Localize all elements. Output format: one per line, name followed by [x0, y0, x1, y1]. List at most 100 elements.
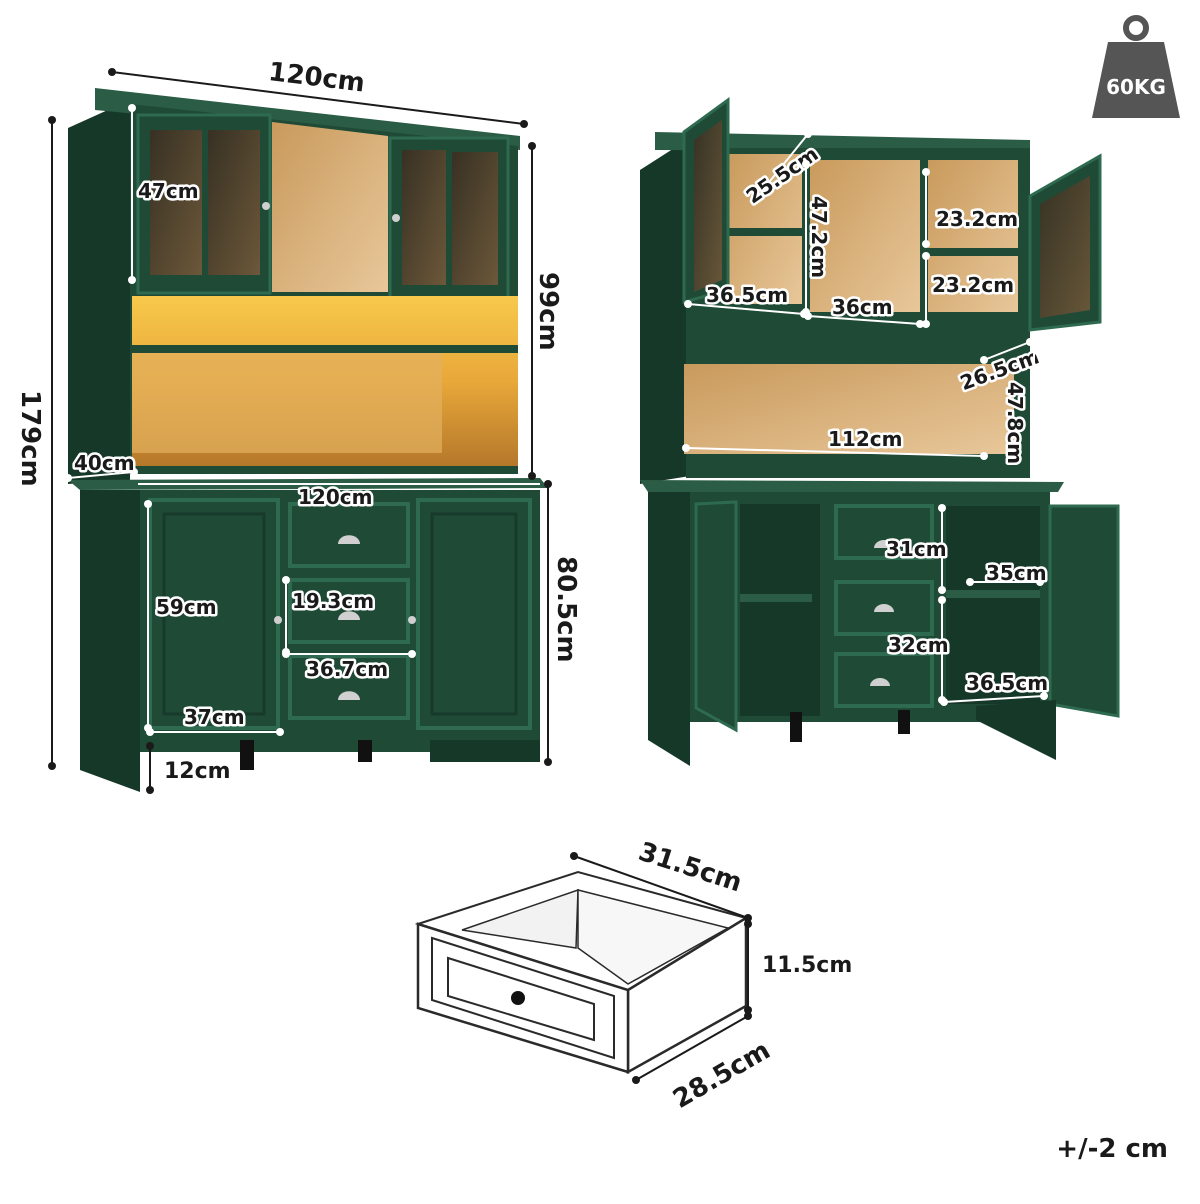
open-middle-shelf-back	[684, 364, 1014, 454]
open-right-glass-pane	[1040, 176, 1090, 318]
front-drawer-3-handle	[338, 691, 360, 700]
front-base-right-knob	[408, 616, 416, 624]
open-crown	[655, 132, 1030, 152]
open-drawer-3-handle	[870, 678, 890, 686]
dim-drawer-height-label: 31cm	[886, 537, 947, 561]
dim-drawer-gap: 19.3cm	[292, 589, 374, 613]
dim-line-depth	[67, 471, 135, 479]
dim-depth: 40cm	[74, 451, 135, 475]
dim-drawer-height: 11.5cm	[762, 953, 852, 978]
dim-base-height: 80.5cm	[551, 556, 581, 663]
front-base-left-door-panel	[162, 512, 266, 716]
weight-icon: 60KG	[1092, 15, 1180, 118]
front-crown	[95, 88, 520, 150]
open-base-left-shelf	[740, 594, 812, 602]
dim-line-drawer-length	[573, 855, 749, 919]
front-base-left-knob	[274, 616, 282, 624]
open-view-cabinet	[640, 97, 1120, 766]
dim-upper-right-top: 23.2cm	[936, 207, 1018, 231]
dim-base-width: 120cm	[298, 485, 372, 509]
open-upper-left-shelf	[728, 228, 802, 236]
front-drawer-2	[288, 578, 410, 644]
drawer-inner-back	[461, 888, 579, 949]
dim-upper-left-width: 36.5cm	[706, 283, 788, 307]
open-base-left-cavity	[740, 504, 820, 716]
dim-door-width: 37cm	[184, 705, 245, 729]
dim-total-height: 179cm	[15, 390, 45, 487]
front-base-left-door	[148, 498, 280, 730]
dim-width-top: 120cm	[267, 57, 367, 99]
dim-base-shelf-width: 35cm	[986, 561, 1047, 585]
open-leg-2	[898, 710, 910, 734]
front-base-right-door	[416, 498, 532, 730]
front-left-glass-pane-1	[150, 130, 202, 275]
open-upper-right-cell	[928, 160, 1018, 312]
drawer-front-bevel	[431, 936, 615, 1060]
open-base-side	[648, 492, 690, 766]
open-base-right-cavity	[946, 506, 1040, 704]
dim-base-lower-height: 32cm	[888, 633, 949, 657]
front-base-side	[80, 490, 140, 792]
open-upper-right-shelf	[928, 248, 1018, 256]
open-drawer-2-handle	[874, 604, 894, 612]
dim-base-right-width: 36.5cm	[966, 671, 1048, 695]
open-upper-middle-cell	[810, 160, 920, 312]
dim-line-open-shelf-depth	[983, 341, 1031, 361]
front-base-plinth	[430, 740, 540, 762]
drawer-knob	[511, 991, 525, 1005]
front-lit-shelf-board	[132, 345, 518, 353]
dim-line-upper-left-width	[687, 303, 805, 315]
dim-line-upper-middle-width	[807, 315, 921, 325]
dim-drawer-width: 28.5cm	[668, 1035, 775, 1114]
front-left-door-knob	[262, 202, 270, 210]
weight-label: 60KG	[1106, 75, 1166, 99]
tolerance-note: +/-2 cm	[1056, 1134, 1168, 1164]
open-base-left-door	[694, 500, 738, 733]
front-drawer-1	[288, 502, 410, 568]
front-lit-back-panel	[132, 353, 442, 453]
front-drawer-1-handle	[338, 535, 360, 544]
dim-hutch-height: 99cm	[533, 272, 563, 351]
front-base-right-door-panel	[430, 512, 518, 716]
dim-line-open-shelf-width	[685, 447, 985, 457]
dim-upper-middle-height: 47.2cm	[807, 196, 831, 278]
dim-upper-right-bottom: 23.2cm	[932, 273, 1014, 297]
dim-upper-door-height: 47cm	[138, 179, 199, 203]
front-left-glass-pane-2	[208, 130, 260, 275]
open-side-panel	[640, 138, 690, 484]
dim-open-shelf-height: 47.8cm	[1003, 382, 1027, 464]
front-right-glass-pane-2	[452, 152, 498, 285]
weight-badge: 60KG	[1092, 15, 1180, 118]
dim-line-drawer-width	[635, 1015, 749, 1081]
front-drawer-2-handle	[338, 611, 360, 620]
dim-line-width-top	[111, 71, 525, 125]
front-leg-1	[240, 740, 254, 770]
open-base-plinth	[976, 700, 1056, 760]
open-base-right-door	[1048, 504, 1120, 718]
open-view-dimensions: 25.5cm 47.2cm 23.2cm 23.2cm 36.5cm 36cm …	[682, 130, 1051, 706]
dim-open-shelf-width: 112cm	[828, 427, 902, 451]
front-leg-2	[358, 740, 372, 762]
open-base-right-shelf	[946, 590, 1040, 598]
front-upper-open-cell	[272, 122, 388, 292]
open-countertop	[640, 480, 1064, 492]
dim-upper-middle-width: 36cm	[832, 295, 893, 319]
front-drawer-3	[288, 654, 410, 720]
dim-leg-height: 12cm	[164, 759, 231, 784]
front-view-dimensions: 120cm 179cm 99cm 47cm 40cm 120cm 80.5cm …	[15, 57, 581, 794]
drawer-inner-side	[577, 889, 731, 985]
dim-drawer-length: 31.5cm	[635, 837, 746, 898]
open-drawer-1	[834, 504, 934, 560]
dim-line-upper-depth	[765, 133, 809, 187]
front-right-glass-pane-1	[402, 150, 446, 285]
open-leg-1	[790, 712, 802, 742]
dim-base-door-height: 59cm	[156, 595, 217, 619]
open-drawer-1-handle	[874, 540, 894, 548]
open-left-glass-pane	[694, 120, 722, 292]
drawer-illustration	[414, 870, 749, 1075]
front-view-cabinet	[68, 88, 548, 792]
dim-line-base-right-width	[943, 695, 1045, 703]
front-side-panel	[68, 100, 130, 484]
